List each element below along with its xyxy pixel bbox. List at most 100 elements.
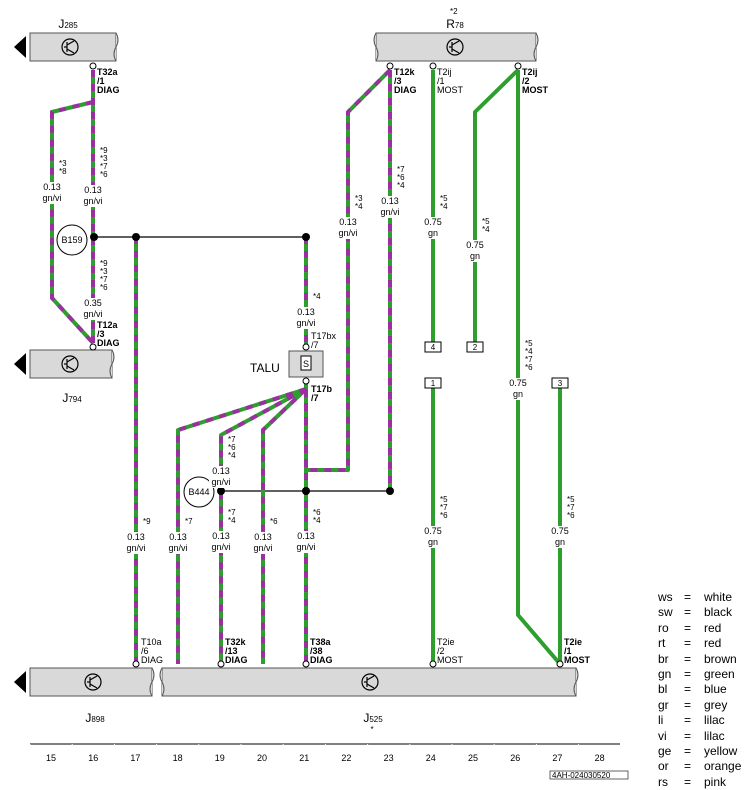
connector-label-c19_bot: DIAG <box>225 655 248 665</box>
wire-note: *6 <box>228 443 236 452</box>
wire-note: *5 <box>440 194 448 203</box>
wire-note: *5 <box>440 495 448 504</box>
wire-note: *3 <box>100 267 108 276</box>
legend-name: white <box>704 590 733 604</box>
connector-label-c17_bot: /6 <box>141 646 149 656</box>
junction-dots <box>90 233 394 495</box>
svg-text:B159: B159 <box>61 235 82 245</box>
connector-label-c21_bot: T38a <box>310 637 332 647</box>
wire-color-code: gn/vi <box>126 543 145 553</box>
wire-size: 0.13 <box>339 217 357 227</box>
component-j794: J794 <box>14 349 115 405</box>
grid-number: 26 <box>510 753 520 763</box>
wire-note: *4 <box>397 181 405 190</box>
connector-label-c17_bot: DIAG <box>141 655 163 665</box>
wire-note: *9 <box>100 259 108 268</box>
wire-note: *6 <box>440 511 448 520</box>
wire-note: *4 <box>228 451 236 460</box>
wire-break-boxes: 4 2 1 3 <box>424 341 569 389</box>
legend-code: li <box>658 713 664 728</box>
wire-note: *7 <box>525 355 533 364</box>
legend-row: br=brown <box>658 652 750 667</box>
wire-color-code: gn <box>555 537 565 547</box>
legend-name: brown <box>704 651 737 666</box>
connector-label-t17bx: /7 <box>311 340 319 350</box>
component-j285: J285 <box>14 17 119 62</box>
wire-color-code: gn/vi <box>83 196 102 206</box>
wire-note: *5 <box>567 495 575 504</box>
grid-number: 19 <box>215 753 225 763</box>
box-27: 3 <box>551 377 569 389</box>
connector-label-c16_bot: T12a <box>97 320 119 330</box>
gn-wires <box>431 68 562 666</box>
wire-size: 0.13 <box>43 182 61 192</box>
legend-row: ro=red <box>658 621 750 636</box>
box-24-bottom: 1 <box>424 377 442 389</box>
connector-label-c23_top: /3 <box>394 76 402 86</box>
connector-label-c27_bot: MOST <box>564 655 591 665</box>
connector-label-c26_top: MOST <box>522 85 549 95</box>
connector-label-c26_top: /2 <box>522 76 530 86</box>
wire-color-code: gn/vi <box>296 318 315 328</box>
legend-row: rs=pink <box>658 775 750 790</box>
connector-label-c23_top: T12k <box>394 67 416 77</box>
legend-code: gn <box>658 666 672 681</box>
wire-size: 0.13 <box>212 531 230 541</box>
legend-name: green <box>704 666 735 681</box>
wire-note: *8 <box>59 167 67 176</box>
svg-text:2: 2 <box>473 343 478 352</box>
wire-color-code: gn/vi <box>168 543 187 553</box>
grid-number: 25 <box>468 753 478 763</box>
svg-text:1: 1 <box>431 379 436 388</box>
wire-note: *7 <box>440 503 448 512</box>
connector-label-c27_bot: /1 <box>564 646 572 656</box>
grid-number: 18 <box>173 753 183 763</box>
wire-note: *4 <box>355 202 363 211</box>
legend-eq: = <box>684 743 692 758</box>
legend-code: sw <box>658 605 673 620</box>
wire-note: *6 <box>100 170 108 179</box>
wire-note: *7 <box>228 508 236 517</box>
wire-color-code: gn/vi <box>338 228 357 238</box>
connector-label-c21_bot: DIAG <box>310 655 333 665</box>
legend-row: ge=yellow <box>658 744 750 759</box>
j898-label: J898 <box>85 711 105 725</box>
legend-name: red <box>704 636 722 651</box>
legend-name: lilac <box>704 728 725 743</box>
wire-color-code: gn <box>428 537 438 547</box>
splice-b444: B444 <box>183 476 215 508</box>
wire-color-code: gn <box>470 251 480 261</box>
wire-size: 0.75 <box>424 217 442 227</box>
grid-number: 17 <box>130 753 140 763</box>
wire-note: *7 <box>100 275 108 284</box>
connector-label-c16_bot: /3 <box>97 329 105 339</box>
component-r78: R78 *2 <box>373 7 539 62</box>
grid-number: 15 <box>46 753 56 763</box>
wire-size: 0.13 <box>169 532 187 542</box>
legend-code: gr <box>658 697 669 712</box>
wire-note: *7 <box>185 517 193 526</box>
wire-note: *6 <box>270 517 278 526</box>
svg-text:3: 3 <box>558 379 563 388</box>
connector-label-c24_bot: /2 <box>437 646 445 656</box>
wire-size: 0.75 <box>424 526 442 536</box>
legend-code: ws <box>658 590 673 604</box>
grid-number: 23 <box>384 753 394 763</box>
wire-color-code: gn <box>513 389 523 399</box>
component-talu: S TALU <box>250 350 324 378</box>
j525-label: J525 <box>363 711 383 725</box>
legend-code: rs <box>658 774 668 789</box>
legend-eq: = <box>684 620 692 635</box>
wire-note: *7 <box>567 503 575 512</box>
talu-switch-label: S <box>303 359 309 369</box>
component-j525: J525 * <box>159 667 579 734</box>
connector-label-c16_top: /1 <box>97 76 105 86</box>
pin-circles <box>89 62 564 668</box>
connector-labels: T32a/1DIAGT12a/3DIAGT12k/3DIAGT2ij/1MOST… <box>97 67 591 665</box>
wire-note: *6 <box>100 283 108 292</box>
wire-color-code: gn/vi <box>380 207 399 217</box>
connector-label-t17b: /7 <box>311 393 319 403</box>
legend-code: rt <box>658 636 666 651</box>
j525-note: * <box>370 725 373 734</box>
